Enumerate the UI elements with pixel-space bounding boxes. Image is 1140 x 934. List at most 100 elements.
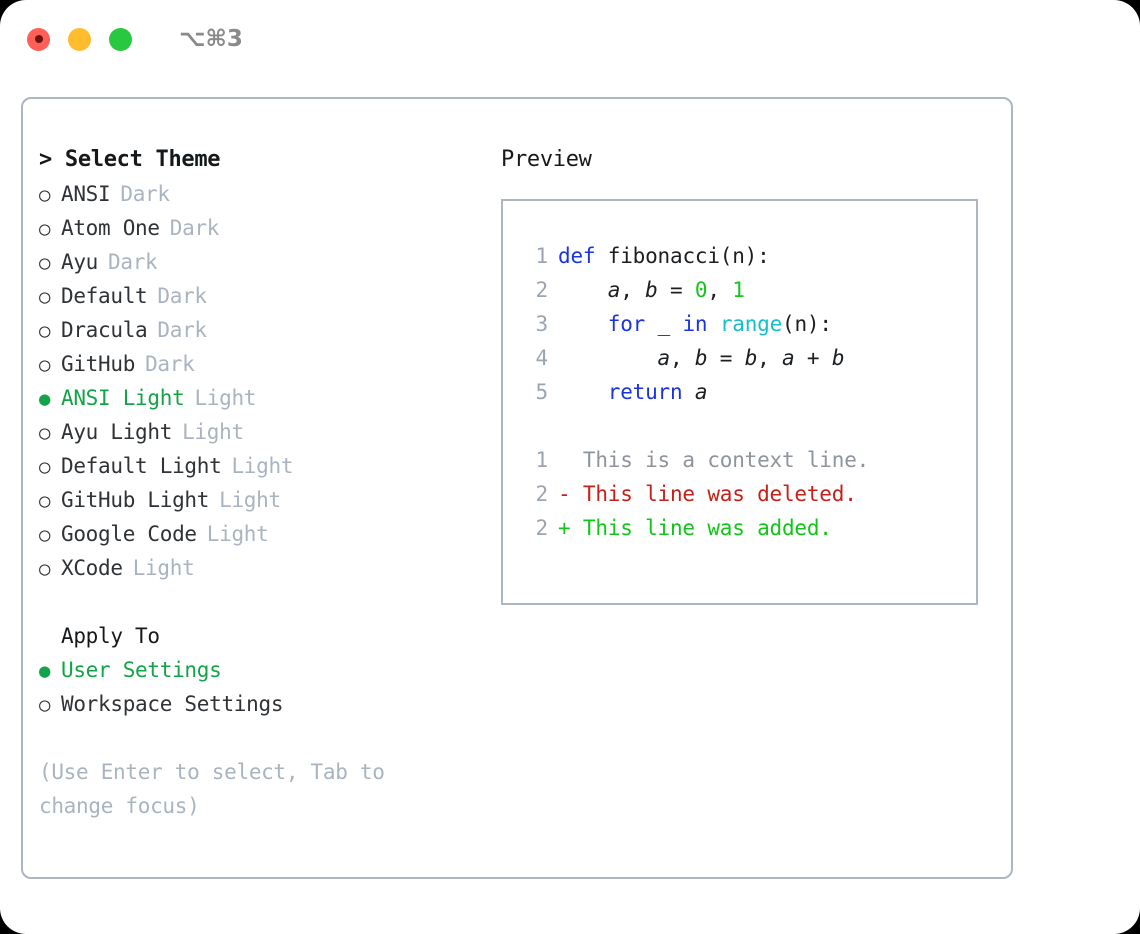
theme-option-github-light[interactable]: ○ GitHub Light Light (39, 483, 469, 517)
theme-option-kind-badge: Dark (145, 352, 195, 376)
theme-option-label: GitHub (61, 352, 136, 376)
theme-option-kind-badge: Light (182, 420, 244, 444)
code-token (682, 380, 694, 404)
radio-unselected-icon: ○ (39, 456, 51, 478)
apply-to-option-workspace-settings[interactable]: ○ Workspace Settings (39, 687, 469, 721)
radio-selected-icon: ● (39, 660, 51, 682)
code-token: for (607, 312, 646, 336)
code-token: = (657, 278, 695, 302)
keyboard-hint-text: (Use Enter to select, Tab to change focu… (39, 760, 385, 818)
code-token (558, 278, 608, 302)
theme-option-kind-badge: Light (194, 386, 257, 410)
theme-option-github[interactable]: ○ GitHub Dark (39, 347, 469, 381)
theme-option-label: GitHub Light (61, 488, 210, 512)
code-token (707, 312, 719, 336)
radio-unselected-icon: ○ (39, 218, 51, 240)
code-line: 5 return a (520, 375, 976, 409)
maximize-window-button[interactable] (109, 27, 132, 51)
diff-line: 2 - This line was deleted. (520, 477, 976, 511)
code-line-text: a, b = 0, 1 (558, 273, 745, 307)
title-bar: ⌥⌘3 (0, 0, 1140, 78)
radio-unselected-icon: ○ (39, 286, 51, 308)
theme-option-kind-badge: Light (231, 454, 294, 478)
theme-option-kind-badge: Dark (169, 216, 220, 240)
code-token: return (607, 380, 683, 404)
theme-option-kind-badge: Dark (108, 250, 158, 274)
minimize-window-button[interactable] (68, 27, 91, 51)
code-token (558, 346, 658, 370)
code-token: 0 (694, 278, 708, 302)
code-token: b (694, 346, 708, 370)
theme-option-atom-one[interactable]: ○ Atom One Dark (39, 211, 469, 245)
close-icon (34, 35, 43, 43)
radio-unselected-icon: ○ (39, 252, 51, 274)
line-number: 1 (535, 244, 549, 268)
code-token: a (607, 278, 621, 302)
radio-unselected-icon: ○ (39, 354, 51, 376)
theme-option-ayu-light[interactable]: ○ Ayu Light Light (39, 415, 469, 449)
diff-line-text: + This line was added. (558, 516, 832, 540)
radio-unselected-icon: ○ (39, 694, 51, 716)
diff-sample: 1 This is a context line. 2 - This line wa… (520, 443, 976, 545)
apply-to-list[interactable]: ● User Settings ○ Workspace Settings (39, 653, 469, 721)
theme-option-label: Ayu Light (61, 420, 173, 444)
diff-line: 1 This is a context line. (520, 443, 976, 477)
close-window-button[interactable] (27, 27, 50, 51)
theme-option-kind-badge: Light (132, 556, 195, 580)
apply-to-section: Apply To ●User Settings○Workspace Settin… (39, 619, 469, 721)
keyboard-shortcut-label: ⌥⌘3 (179, 26, 243, 52)
code-token: b (831, 346, 845, 370)
code-line: 2 a, b = 0, 1 (520, 273, 976, 307)
code-token: def (558, 244, 608, 268)
code-token: range (719, 312, 783, 336)
diff-line-text: - This line was deleted. (558, 482, 857, 506)
theme-option-ayu[interactable]: ○ Ayu Dark (39, 245, 469, 279)
code-line-text: def fibonacci(n): (558, 239, 770, 273)
code-token (558, 380, 608, 404)
code-token: b (645, 278, 658, 302)
theme-option-kind-badge: Light (206, 522, 269, 546)
apply-to-option-user-settings[interactable]: ● User Settings (39, 653, 469, 687)
line-number: 3 (535, 312, 549, 336)
code-token: a (694, 380, 708, 404)
code-line: 4 a, b = b, a + b (520, 341, 976, 375)
theme-option-label: Ayu (61, 250, 99, 274)
code-token: a (782, 346, 795, 370)
preview-heading: Preview (501, 147, 592, 172)
code-token: in (682, 312, 708, 336)
radio-unselected-icon: ○ (39, 422, 51, 444)
code-token: = (707, 346, 745, 370)
radio-selected-icon: ● (39, 388, 51, 410)
radio-unselected-icon: ○ (39, 184, 51, 206)
theme-option-kind-badge: Dark (157, 318, 207, 342)
diff-line-text: This is a context line. (558, 448, 870, 472)
code-token: a (657, 346, 671, 370)
apply-to-option-label: User Settings (61, 658, 222, 682)
line-number: 2 (535, 482, 549, 506)
theme-option-label: Google Code (61, 522, 197, 546)
code-token: + (794, 346, 832, 370)
diff-line: 2+ This line was added. (520, 511, 976, 545)
code-token: , (620, 278, 646, 302)
code-line: 1 def fibonacci(n): (520, 239, 976, 273)
radio-unselected-icon: ○ (39, 490, 51, 512)
line-number: 4 (535, 346, 549, 370)
theme-option-label: Atom One (61, 216, 160, 240)
theme-option-kind-badge: Dark (157, 284, 207, 308)
apply-to-option-label: Workspace Settings (61, 692, 284, 716)
line-number: 2 (535, 278, 549, 302)
code-token: , (707, 278, 733, 302)
theme-option-kind-badge: Light (219, 488, 281, 512)
